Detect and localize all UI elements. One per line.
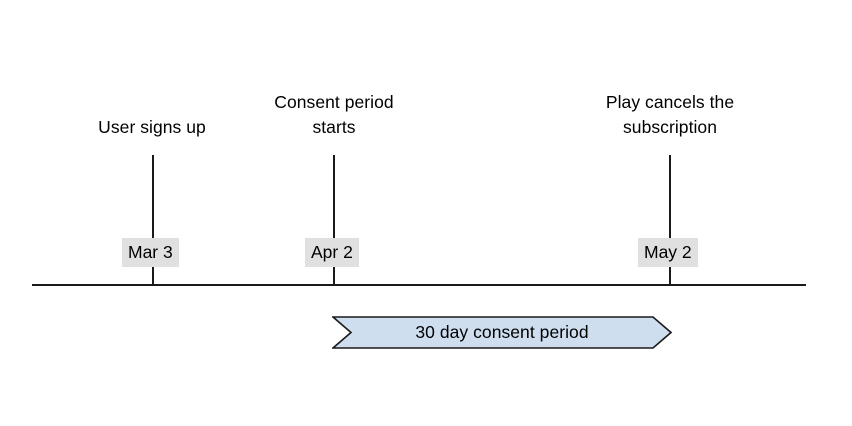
- event-stem-consent-start: [333, 155, 335, 286]
- event-date-consent-start: Apr 2: [305, 238, 359, 267]
- event-date-cancel: May 2: [638, 238, 698, 267]
- event-date-signup: Mar 3: [122, 238, 179, 267]
- event-stem-cancel: [669, 155, 671, 286]
- consent-period-banner[interactable]: 30 day consent period: [332, 316, 672, 349]
- event-caption-consent-start: Consent period starts: [274, 92, 394, 137]
- event-caption-cancel: Play cancels the subscription: [605, 92, 735, 137]
- consent-period-banner-label: 30 day consent period: [415, 322, 589, 342]
- event-caption-signup: User signs up: [98, 117, 206, 137]
- chevron-banner-shape: [332, 316, 672, 349]
- timeline-axis: [32, 284, 806, 286]
- event-stem-signup: [152, 155, 154, 286]
